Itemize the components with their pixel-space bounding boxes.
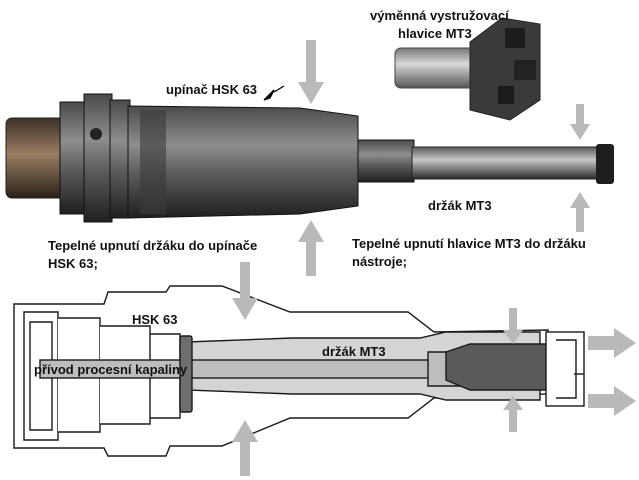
arrow-up-diagram-right: [503, 396, 523, 432]
label-leaders: [263, 85, 285, 101]
hsk-holder-photo: [5, 93, 614, 223]
pressure-arrows: [232, 40, 636, 476]
reamer-head-photo: [394, 17, 541, 121]
seal-bar: [179, 335, 193, 413]
reamer-head-section: [445, 343, 549, 391]
arrow-down-diagram-left: [232, 262, 258, 320]
diagram-hsk-label: HSK 63: [132, 312, 178, 327]
arrow-up-holder: [298, 220, 324, 276]
arrow-right-outlet-top: [588, 328, 636, 358]
right-note-line1: Tepelné upnutí hlavice MT3 do držáku: [352, 236, 586, 251]
left-note-line2: HSK 63;: [48, 256, 98, 271]
reamer-head-cap: [545, 331, 585, 407]
hsk-holder-label: upínač HSK 63: [166, 82, 258, 97]
mt3-holder-photo-label: držák MT3: [428, 198, 492, 213]
arrow-down-diagram-right: [503, 308, 523, 344]
diagram-coolant-label: přívod procesní kapaliny: [34, 362, 188, 377]
diagram-mt3-label: držák MT3: [322, 344, 386, 359]
arrow-down-shank: [570, 104, 590, 140]
arrow-down-holder: [298, 40, 324, 104]
arrow-right-outlet-bottom: [588, 386, 636, 416]
sectional-diagram: [13, 285, 585, 457]
arrow-up-shank: [570, 192, 590, 232]
right-note-line2: nástroje;: [352, 254, 407, 269]
left-note-line1: Tepelné upnutí držáku do upínače: [48, 238, 258, 253]
reamer-head-title-line1: výměnná vystružovací: [370, 8, 509, 23]
arrow-up-diagram-left: [232, 420, 258, 476]
reamer-head-title-line2: hlavice MT3: [398, 26, 472, 41]
